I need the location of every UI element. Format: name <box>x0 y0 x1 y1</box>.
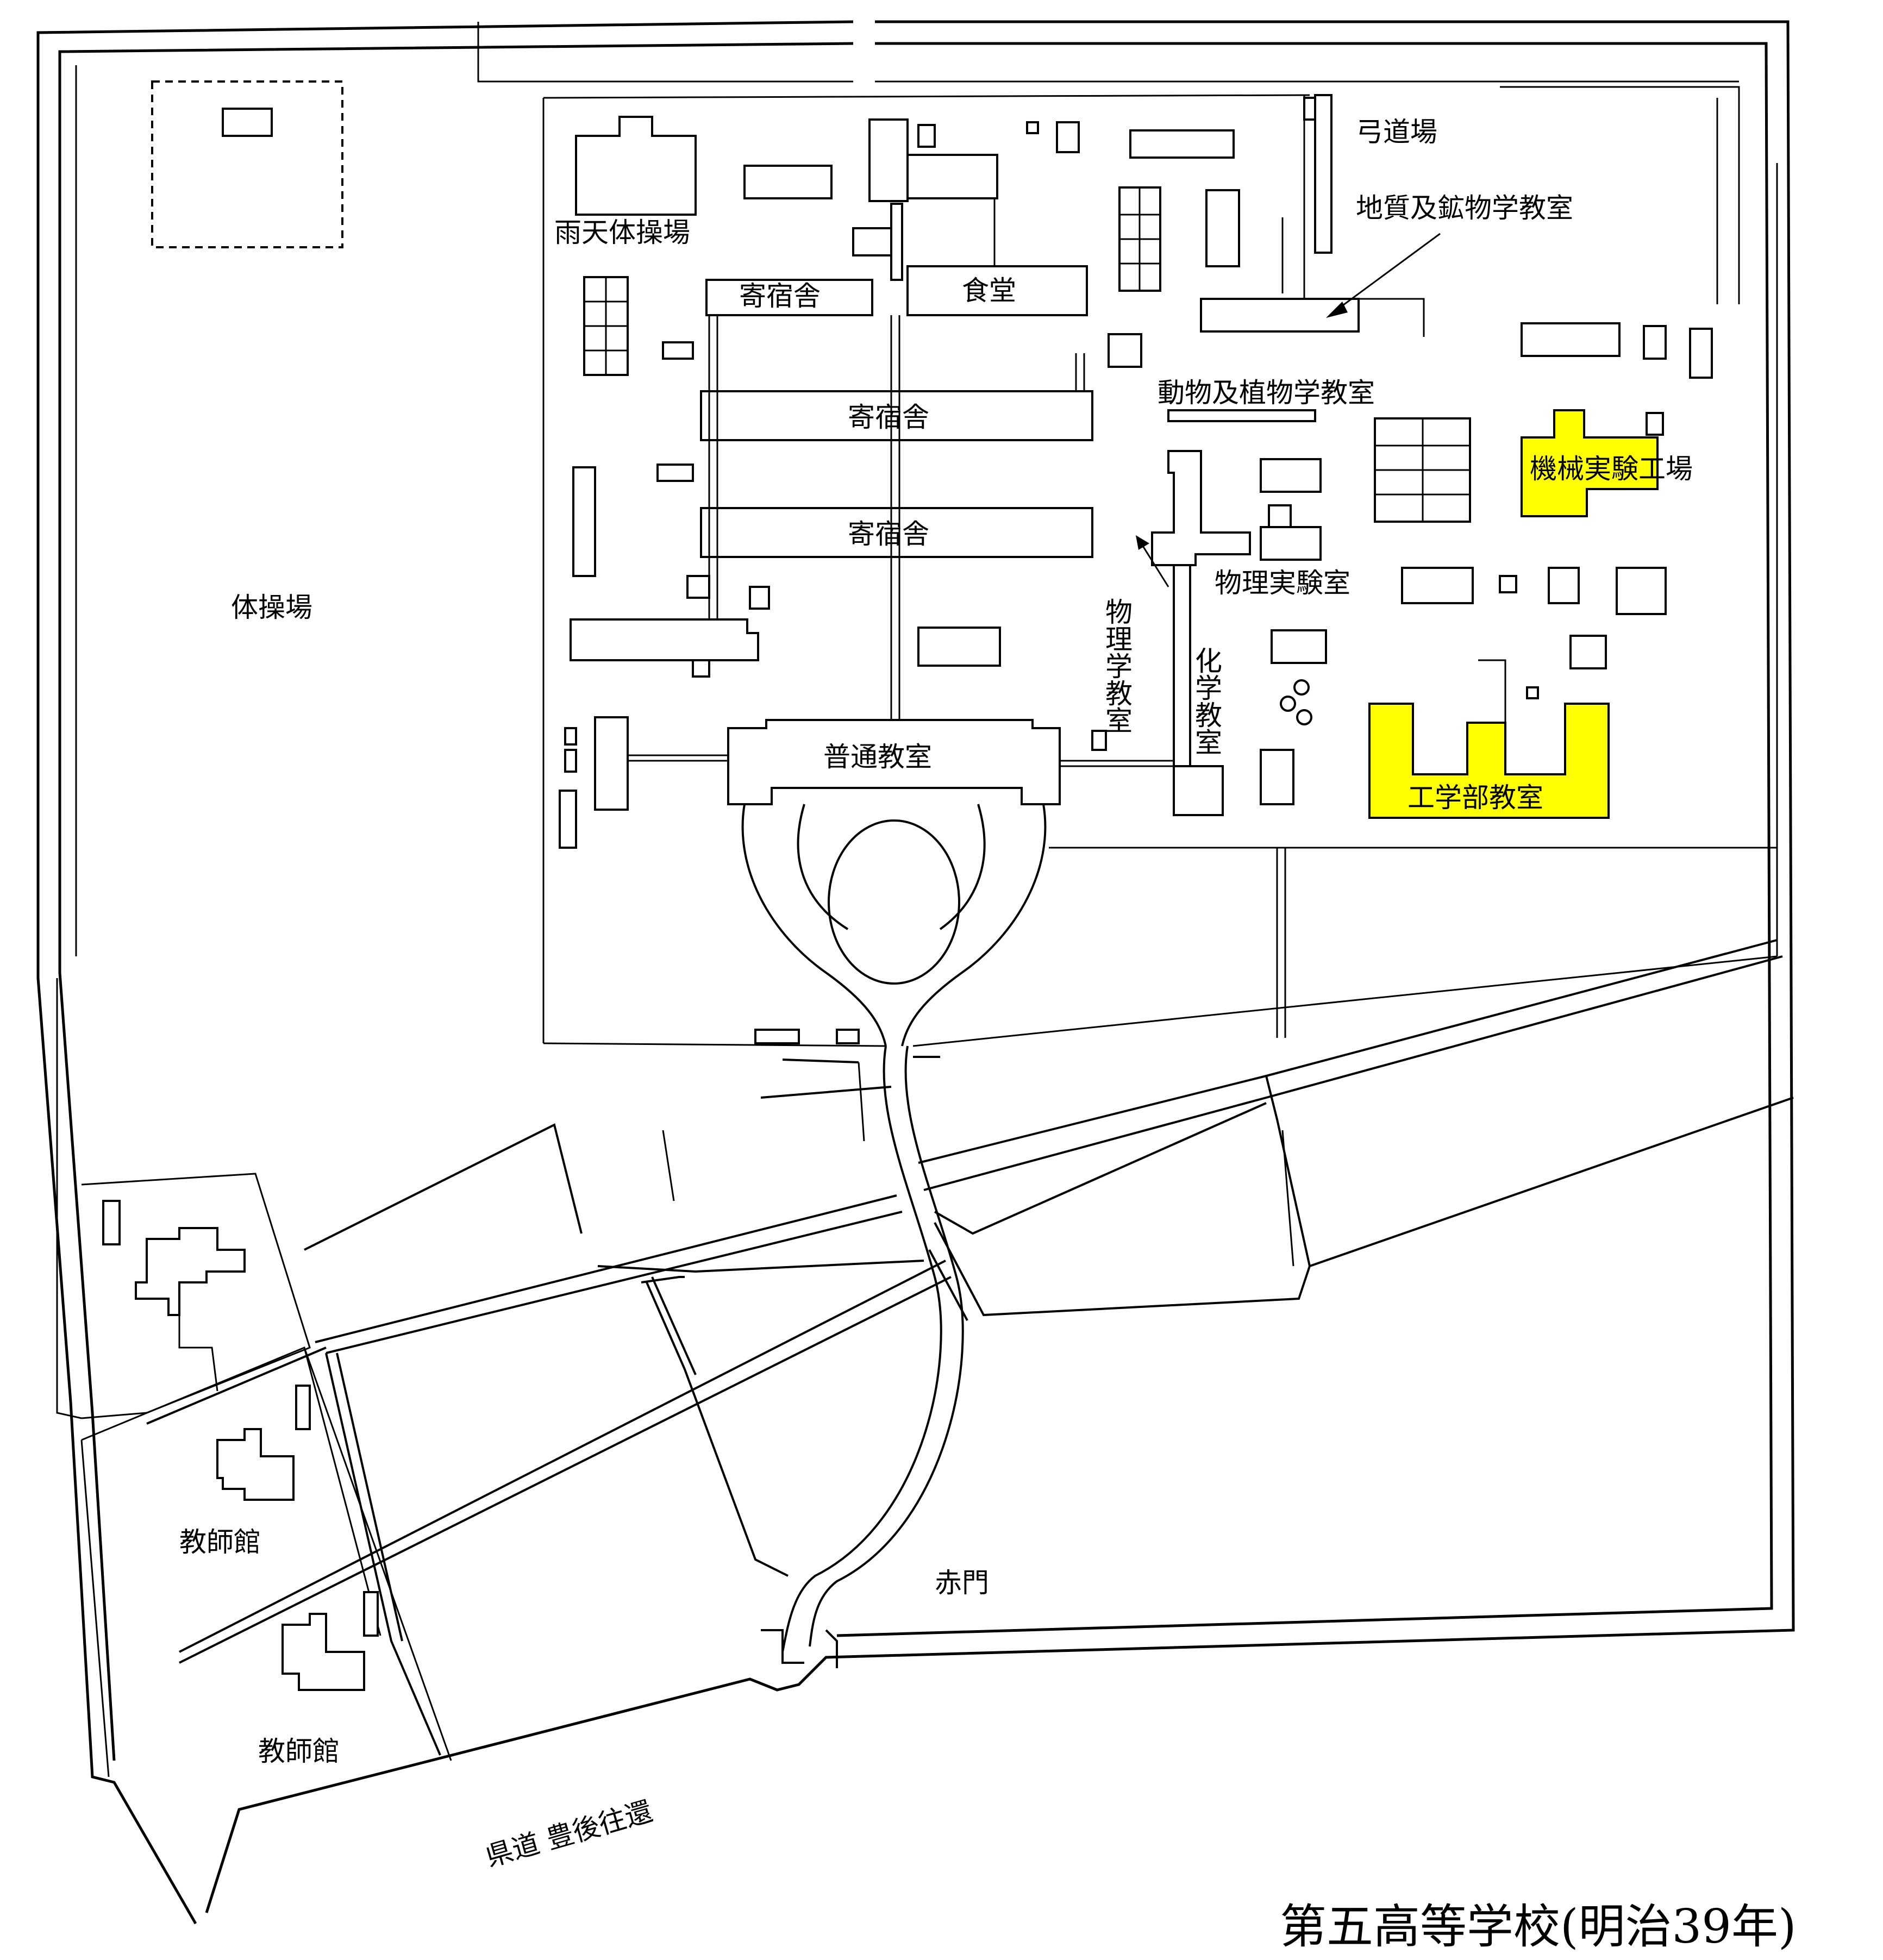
label-kogakubu: 工学部教室 <box>1407 782 1543 813</box>
grid-building-right <box>1374 417 1471 523</box>
building-uten-taisojo <box>575 116 697 216</box>
campus-inner-boundary <box>542 94 1778 1047</box>
buildings-upper <box>570 94 1360 728</box>
south-paths <box>146 939 1794 1756</box>
building-kogakubu-highlight <box>1368 703 1610 819</box>
label-dobutsu: 動物及植物学教室 <box>1158 377 1375 409</box>
building-shokudo <box>906 265 1088 316</box>
dashed-enclosure <box>151 80 343 248</box>
building-kishukusha-1 <box>705 279 873 316</box>
label-futsu-kyoshitsu: 普通教室 <box>823 741 932 773</box>
buildings-front <box>559 716 1174 1047</box>
label-kishukusha-1: 寄宿舎 <box>739 280 821 312</box>
label-chishitsu: 地質及鉱物学教室 <box>1356 192 1573 224</box>
label-taisojo: 体操場 <box>231 592 312 623</box>
label-akamon: 赤門 <box>935 1567 989 1599</box>
small-shrine <box>222 108 273 137</box>
label-kishukusha-3: 寄宿舎 <box>848 518 929 550</box>
label-kyudojo: 弓道場 <box>1356 116 1437 148</box>
building-futsu-kyoshitsu <box>727 719 1061 805</box>
label-butsuri-jikken: 物理実験室 <box>1215 567 1350 599</box>
building-butsuri <box>1151 450 1251 566</box>
grid-building-upper <box>1118 186 1161 292</box>
label-kyoshikan-1: 教師館 <box>179 1526 261 1558</box>
label-uten-taisojo: 雨天体操場 <box>554 217 690 248</box>
grid-building-left <box>583 276 629 376</box>
buildings-labs <box>1065 322 1777 1038</box>
label-kishukusha-2: 寄宿舎 <box>848 402 929 433</box>
map-title: 第五高等学校(明治39年) <box>1280 1900 1797 1954</box>
building-kishukusha-3 <box>700 507 1093 558</box>
label-kikai: 機械実験工場 <box>1530 453 1693 485</box>
label-kendo: 県道 豊後往還 <box>482 1795 656 1873</box>
building-kikai-highlight <box>1521 409 1659 517</box>
oval-drive <box>828 819 960 985</box>
outer-wall <box>36 20 1795 1925</box>
teacher-houses <box>80 1173 452 1777</box>
label-butsuri-kyoshitsu: 物理学教室 <box>1101 598 1133 734</box>
label-kagaku-kyoshitsu: 化学教室 <box>1191 647 1222 755</box>
building-kishukusha-2 <box>700 390 1093 441</box>
label-kyoshikan-2: 教師館 <box>258 1736 340 1767</box>
label-shokudo: 食堂 <box>962 275 1016 306</box>
arrows <box>1136 233 1441 587</box>
